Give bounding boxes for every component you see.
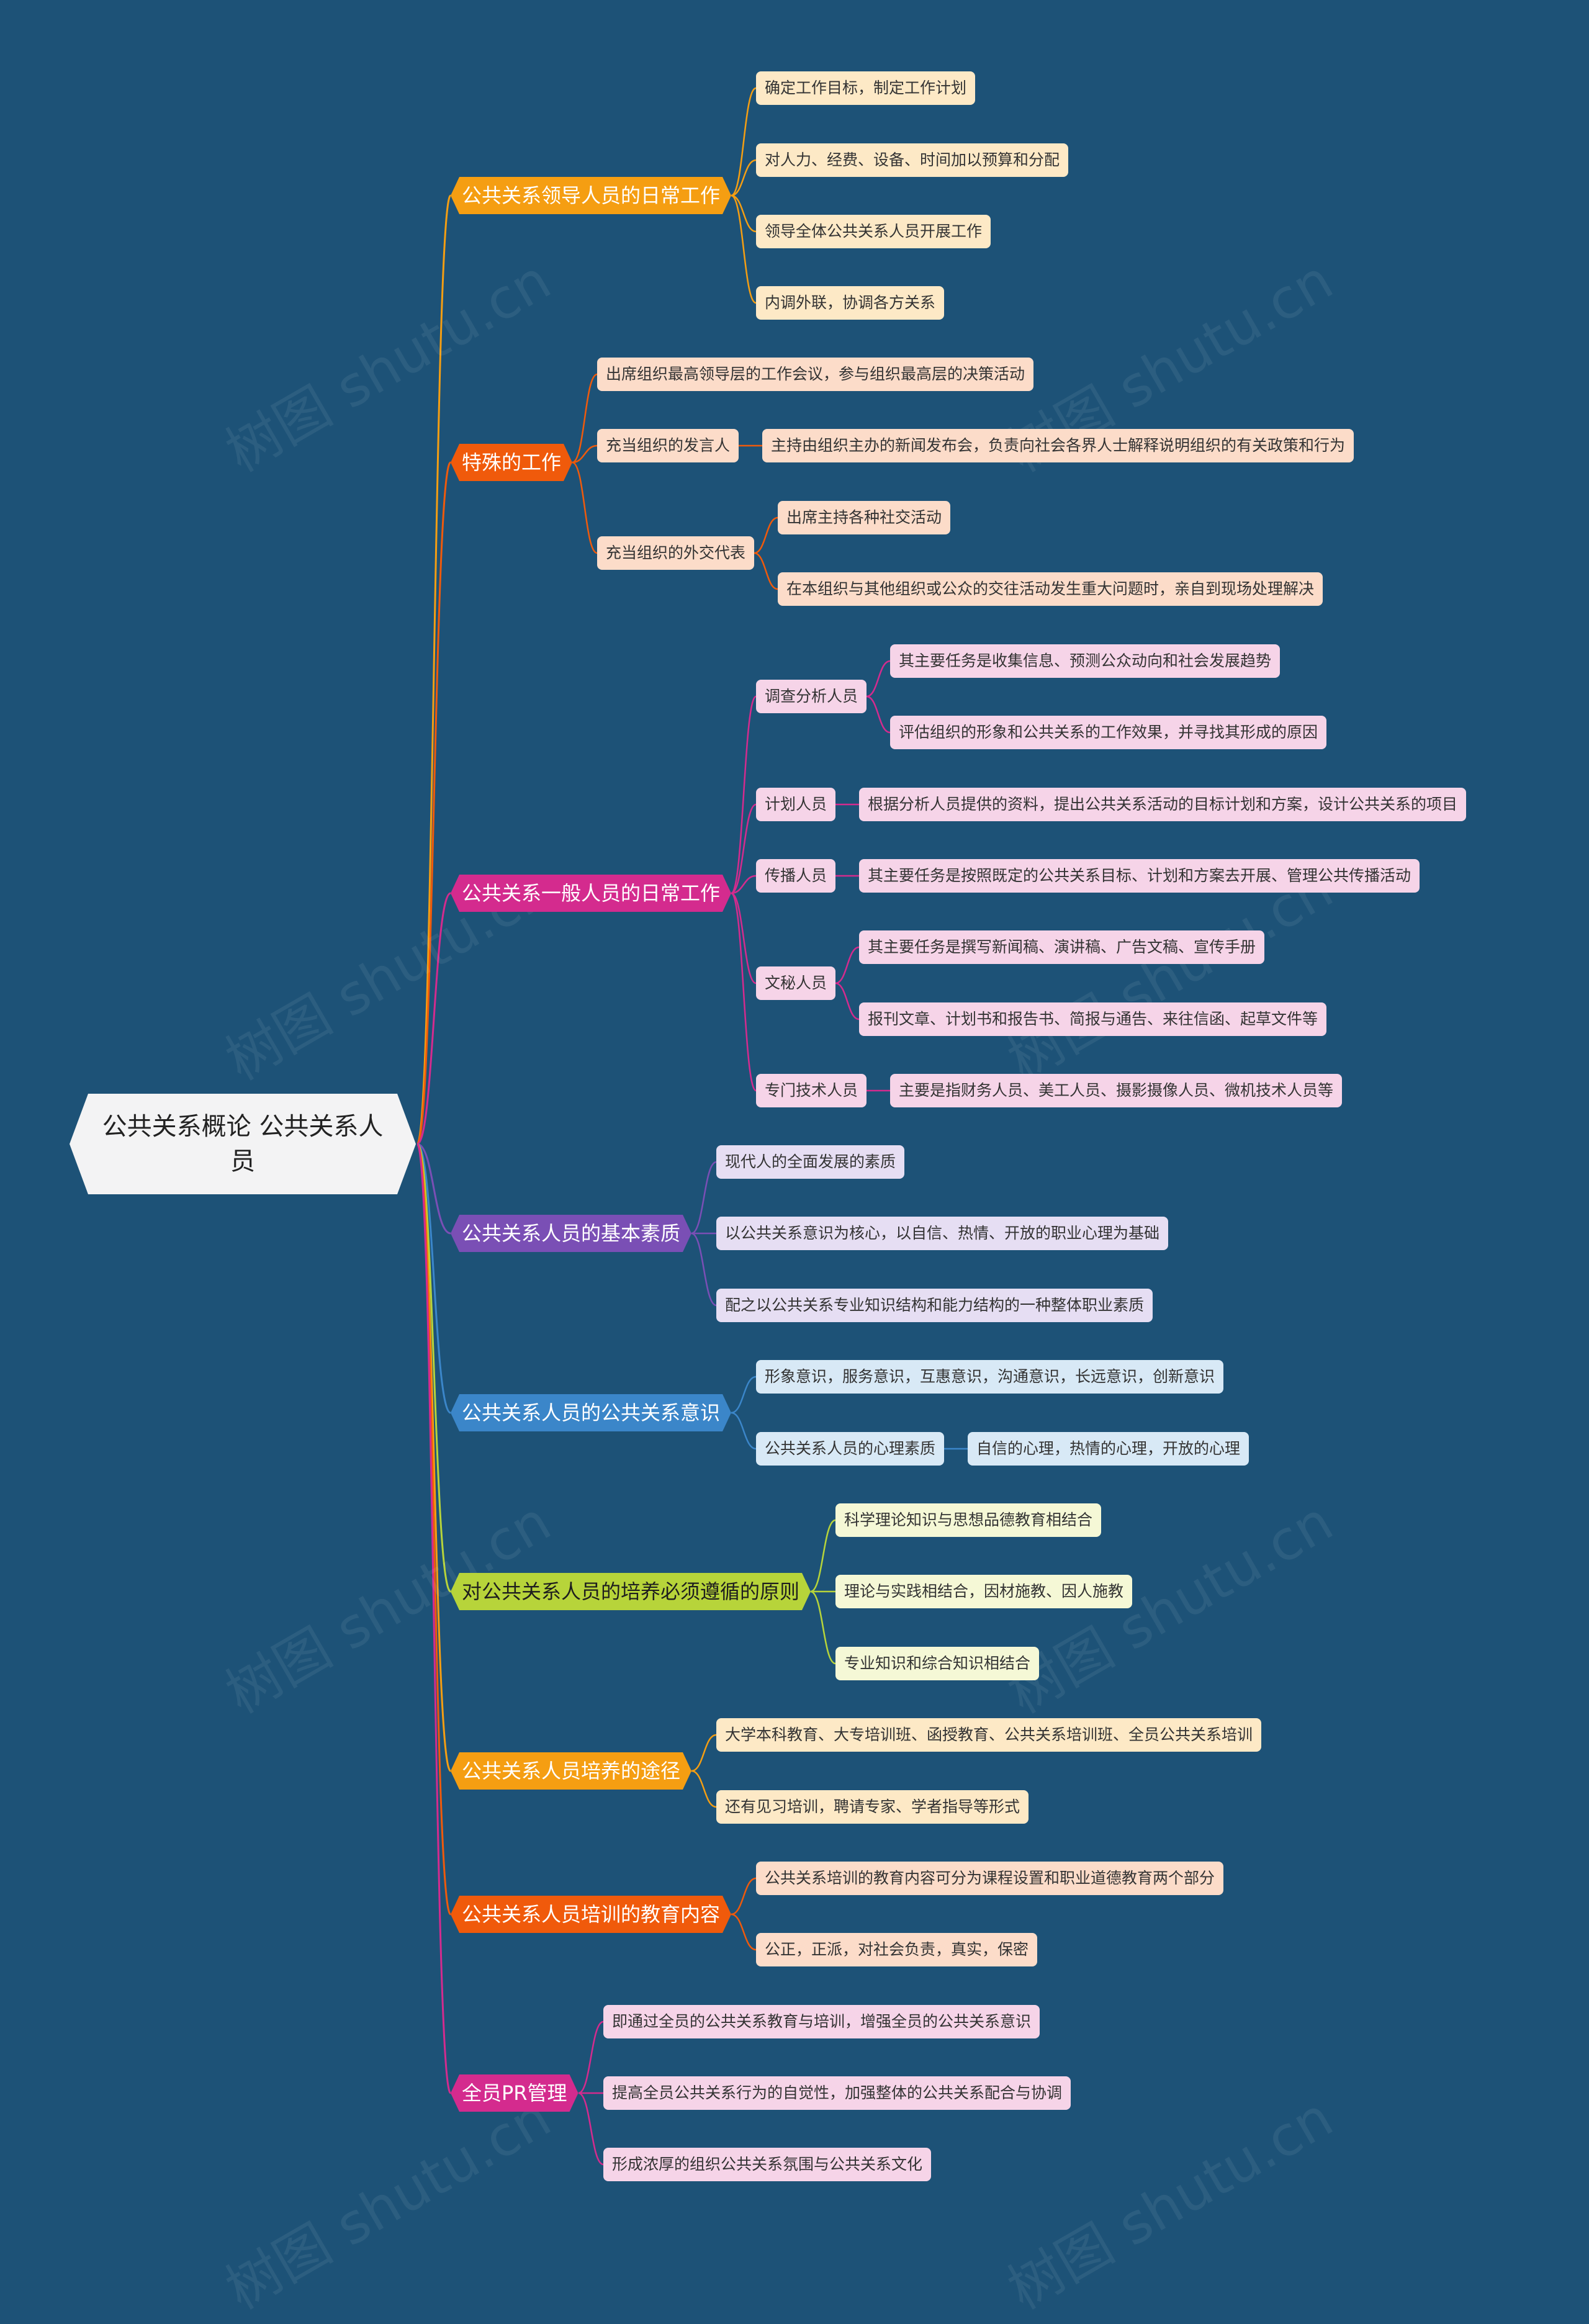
branch-topic-6[interactable]: 对公共关系人员的培养必须遵循的原则 [451, 1573, 811, 1610]
connector-line [731, 194, 757, 304]
connector-line [731, 87, 757, 197]
subtopic[interactable]: 传播人员 [756, 859, 836, 893]
connector-line [810, 1590, 836, 1665]
subtopic[interactable]: 出席组织最高领导层的工作会议，参与组织最高层的决策活动 [597, 358, 1034, 391]
connector-line [731, 1376, 757, 1414]
connector-line [731, 892, 757, 984]
subtopic[interactable]: 充当组织的发言人 [597, 429, 739, 462]
branch-topic-9[interactable]: 全员PR管理 [451, 2074, 578, 2112]
connector-line [416, 1143, 451, 1235]
detail-topic[interactable]: 出席主持各种社交活动 [778, 501, 951, 534]
subtopic[interactable]: 现代人的全面发展的素质 [716, 1145, 905, 1179]
connector-line [416, 1143, 451, 1414]
detail-topic[interactable]: 报刊文章、计划书和报告书、简报与通告、来往信函、起草文件等 [859, 1002, 1327, 1036]
subtopic[interactable]: 提高全员公共关系行为的自觉性，加强整体的公共关系配合与协调 [603, 2076, 1071, 2110]
detail-topic[interactable]: 主要是指财务人员、美工人员、摄影摄像人员、微机技术人员等 [890, 1074, 1343, 1107]
connector-line [731, 194, 757, 233]
subtopic[interactable]: 还有见习培训，聘请专家、学者指导等形式 [716, 1790, 1029, 1824]
branch-topic-4[interactable]: 公共关系人员的基本素质 [451, 1215, 691, 1252]
connector-line [731, 159, 757, 197]
subtopic[interactable]: 公共关系培训的教育内容可分为课程设置和职业道德教育两个部分 [756, 1862, 1224, 1895]
connector-line [810, 1519, 836, 1593]
subtopic[interactable]: 即通过全员的公共关系教育与培训，增强全员的公共关系意识 [603, 2005, 1040, 2038]
branch-topic-2[interactable]: 特殊的工作 [451, 444, 572, 481]
connector-line [416, 1143, 452, 1916]
connector-line [691, 1734, 717, 1772]
detail-topic[interactable]: 其主要任务是撰写新闻稿、演讲稿、广告文稿、宣传手册 [859, 930, 1265, 964]
detail-topic[interactable]: 评估组织的形象和公共关系的工作效果，并寻找其形成的原因 [890, 716, 1327, 749]
detail-topic[interactable]: 在本组织与其他组织或公众的交往活动发生重大问题时，亲自到现场处理解决 [778, 572, 1323, 606]
connector-line [731, 875, 757, 894]
connector-line [754, 552, 778, 590]
subtopic[interactable]: 专业知识和综合知识相结合 [835, 1647, 1040, 1680]
subtopic[interactable]: 内调外联，协调各方关系 [756, 286, 945, 320]
subtopic[interactable]: 公正，正派，对社会负责，真实，保密 [756, 1933, 1038, 1966]
detail-topic[interactable]: 其主要任务是收集信息、预测公众动向和社会发展趋势 [890, 644, 1281, 678]
connector-line [835, 982, 860, 1020]
detail-topic[interactable]: 主持由组织主办的新闻发布会，负责向社会各界人士解释说明组织的有关政策和行为 [762, 429, 1354, 462]
connector-line [416, 892, 451, 1145]
subtopic[interactable]: 科学理论知识与思想品德教育相结合 [835, 1503, 1102, 1537]
subtopic[interactable]: 确定工作目标，制定工作计划 [756, 71, 976, 105]
subtopic[interactable]: 领导全体公共关系人员开展工作 [756, 215, 991, 248]
branch-topic-8[interactable]: 公共关系人员培训的教育内容 [451, 1896, 731, 1933]
subtopic[interactable]: 计划人员 [756, 788, 836, 821]
subtopic[interactable]: 配之以公共关系专业知识结构和能力结构的一种整体职业素质 [716, 1289, 1153, 1322]
detail-topic[interactable]: 其主要任务是按照既定的公共关系目标、计划和方案去开展、管理公共传播活动 [859, 859, 1420, 893]
subtopic[interactable]: 对人力、经费、设备、时间加以预算和分配 [756, 143, 1069, 177]
branch-topic-5[interactable]: 公共关系人员的公共关系意识 [451, 1394, 731, 1431]
subtopic[interactable]: 公共关系人员的心理素质 [756, 1432, 945, 1466]
connector-line [578, 2020, 604, 2094]
connector-line [416, 461, 452, 1145]
connector-line [691, 1770, 717, 1808]
connector-line [572, 444, 598, 464]
subtopic[interactable]: 调查分析人员 [756, 680, 867, 713]
connector-line [572, 373, 598, 464]
connector-line [730, 695, 757, 894]
connector-line [866, 660, 891, 698]
connector-line [691, 1232, 717, 1307]
subtopic[interactable]: 大学本科教育、大专培训班、函授教育、公共关系培训班、全员公共关系培训 [716, 1718, 1262, 1752]
connector-line [572, 461, 598, 554]
subtopic[interactable]: 形象意识，服务意识，互惠意识，沟通意识，长远意识，创新意识 [756, 1360, 1224, 1394]
connector-line [731, 1877, 757, 1916]
subtopic[interactable]: 专门技术人员 [756, 1074, 867, 1107]
connector-line [416, 194, 452, 1145]
branch-topic-7[interactable]: 公共关系人员培养的途径 [451, 1752, 691, 1790]
subtopic[interactable]: 文秘人员 [756, 966, 836, 1000]
connector-line [731, 803, 757, 894]
connector-line [835, 946, 860, 984]
subtopic[interactable]: 充当组织的外交代表 [597, 536, 755, 570]
connector-line [731, 1913, 757, 1951]
subtopic[interactable]: 以公共关系意识为核心，以自信、热情、开放的职业心理为基础 [716, 1217, 1169, 1250]
connector-line [731, 1412, 757, 1450]
connector-line [416, 1143, 452, 2094]
connector-line [754, 516, 778, 554]
subtopic[interactable]: 形成浓厚的组织公共关系氛围与公共关系文化 [603, 2148, 932, 2181]
branch-topic-3[interactable]: 公共关系一般人员的日常工作 [451, 875, 731, 912]
branch-topic-1[interactable]: 公共关系领导人员的日常工作 [451, 177, 731, 214]
subtopic[interactable]: 理论与实践相结合，因材施教、因人施教 [835, 1575, 1133, 1608]
connector-line [578, 2092, 604, 2166]
detail-topic[interactable]: 自信的心理，热情的心理，开放的心理 [968, 1432, 1249, 1466]
connector-line [691, 1161, 717, 1235]
detail-topic[interactable]: 根据分析人员提供的资料，提出公共关系活动的目标计划和方案，设计公共关系的项目 [859, 788, 1467, 821]
connector-line [416, 1143, 452, 1772]
connector-line [866, 695, 891, 734]
root-topic[interactable]: 公共关系概论 公共关系人员 [70, 1094, 416, 1194]
connector-lines [416, 87, 968, 2166]
connector-line [730, 892, 757, 1092]
